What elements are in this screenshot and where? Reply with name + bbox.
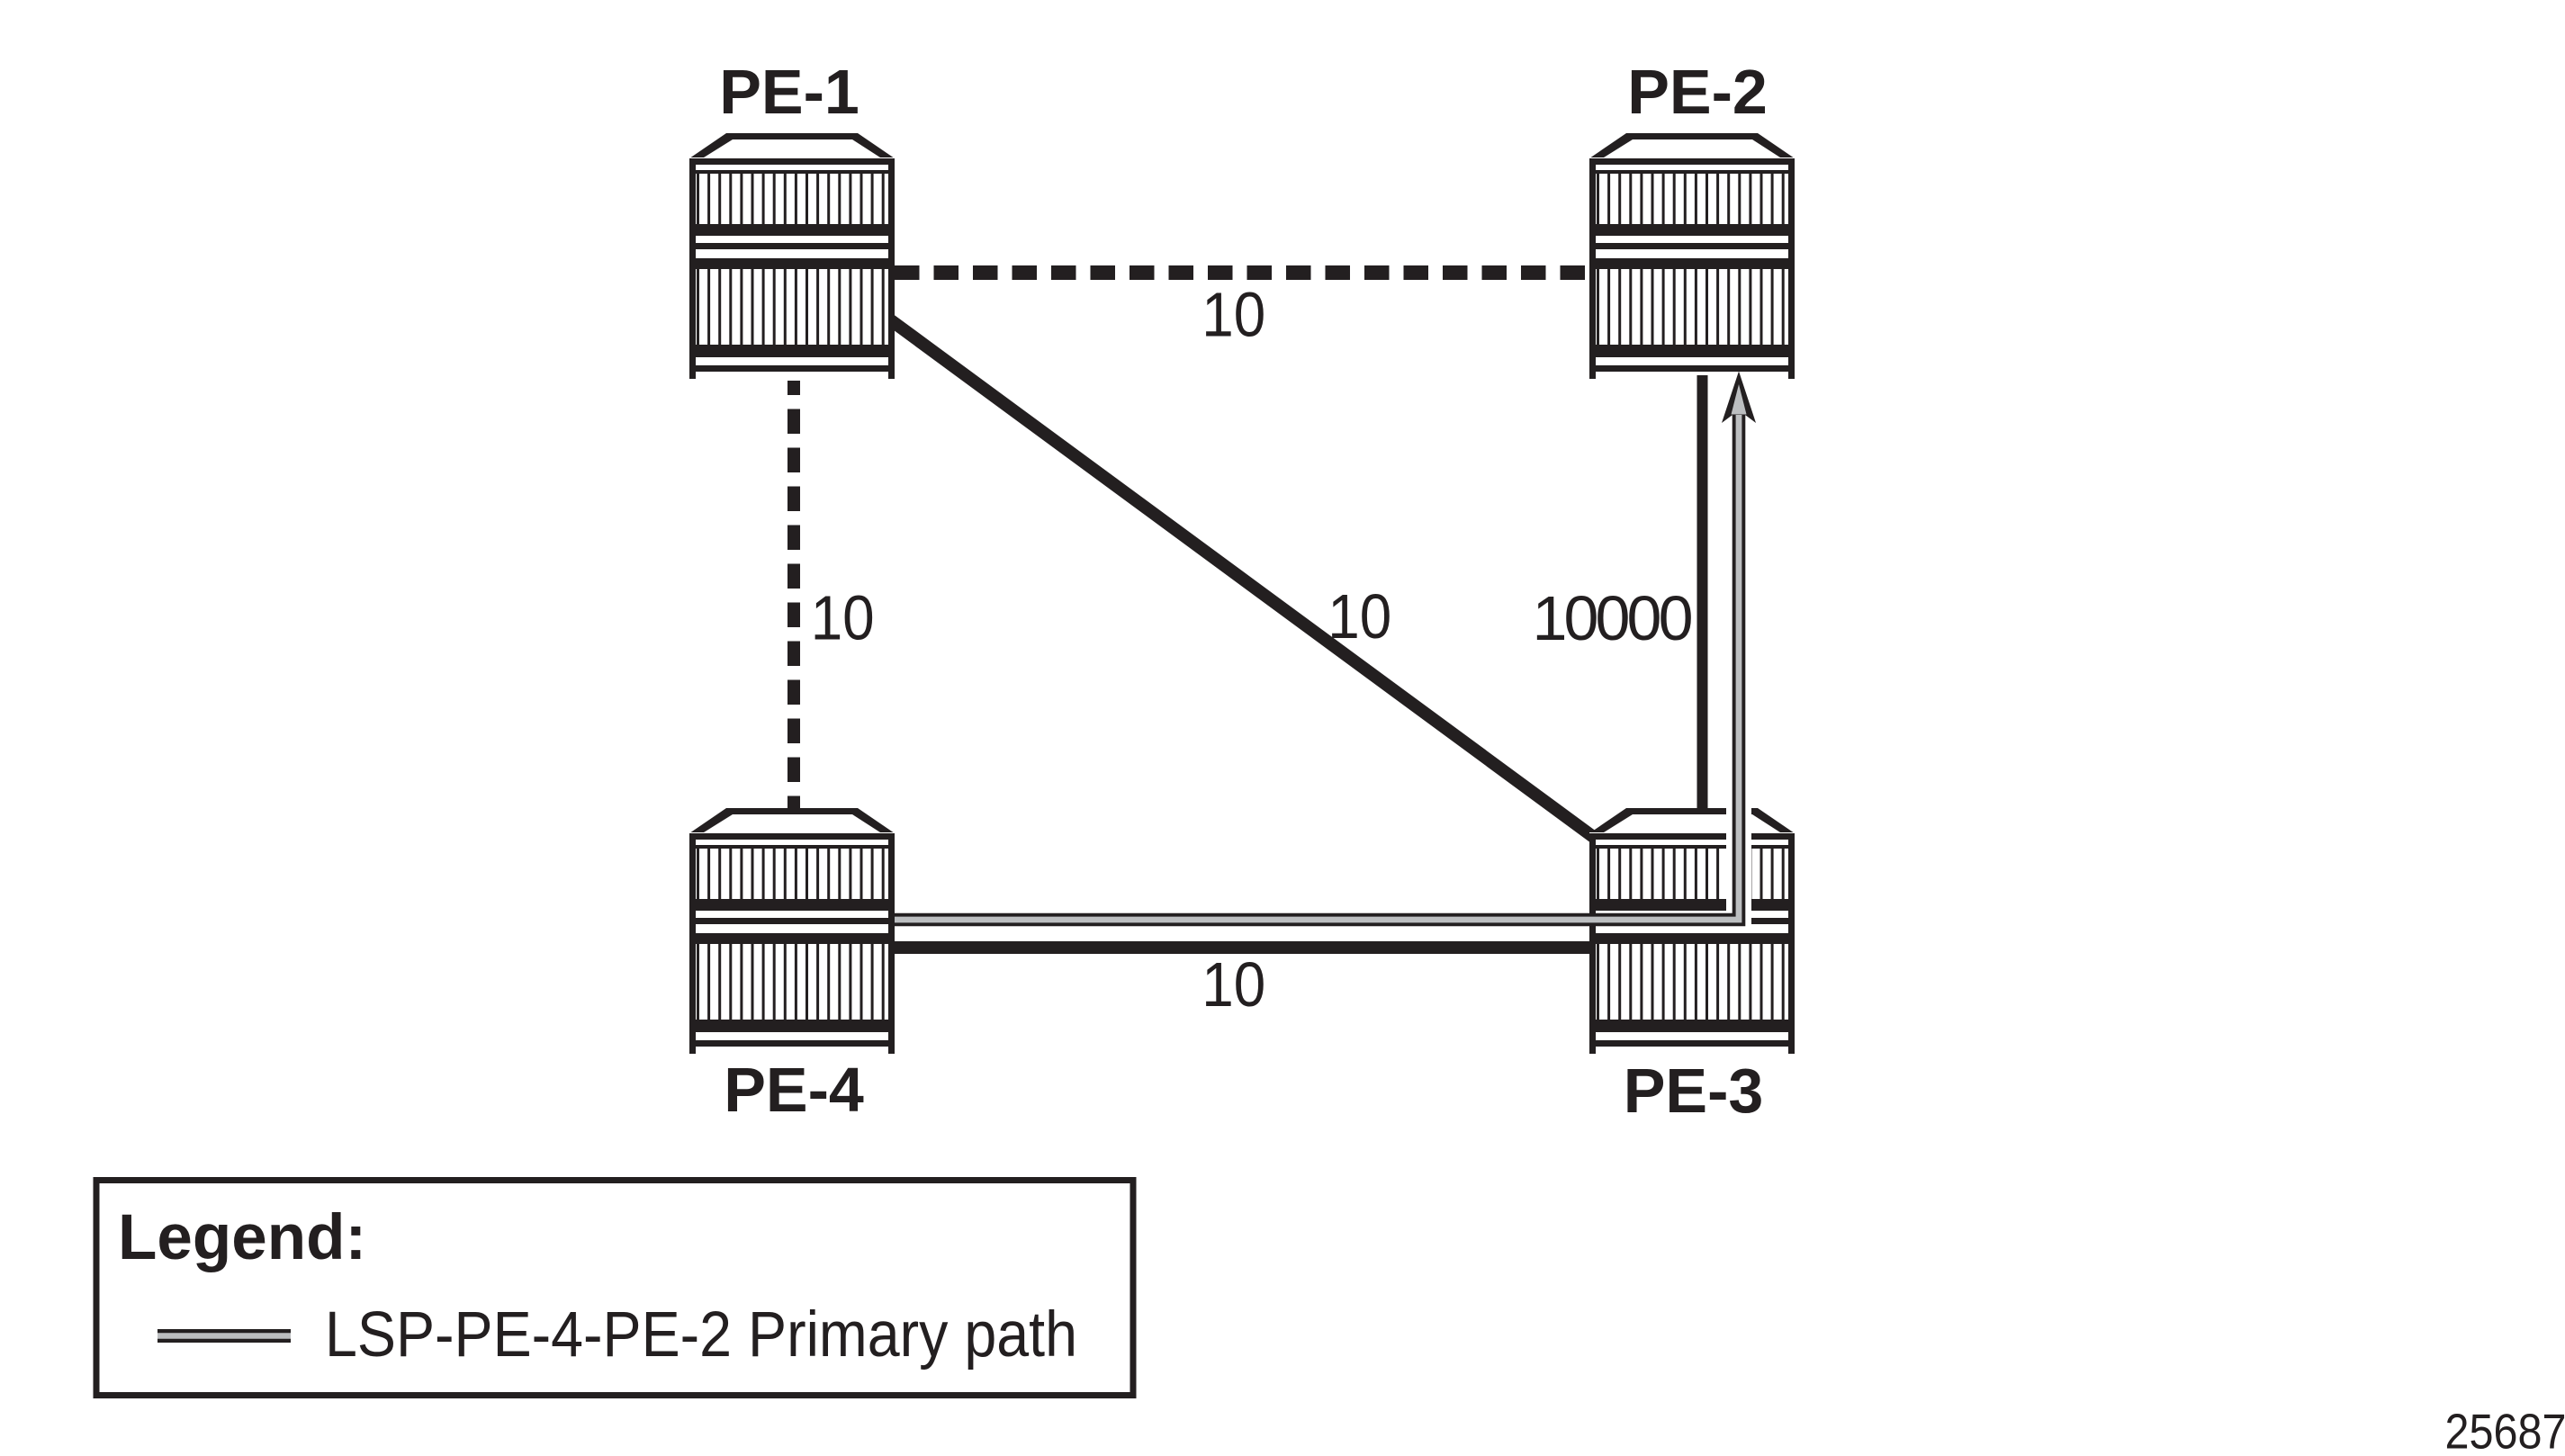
svg-text:10: 10 xyxy=(1202,280,1265,350)
svg-text:LSP-PE-4-PE-2 Primary path: LSP-PE-4-PE-2 Primary path xyxy=(325,1299,1077,1371)
svg-text:PE-1: PE-1 xyxy=(719,57,860,127)
svg-text:25687: 25687 xyxy=(2445,1404,2565,1456)
svg-text:10: 10 xyxy=(811,583,875,653)
svg-text:10000: 10000 xyxy=(1533,583,1694,653)
svg-text:10: 10 xyxy=(1328,581,1391,652)
svg-text:Legend:: Legend: xyxy=(118,1202,366,1273)
svg-text:PE-3: PE-3 xyxy=(1624,1056,1764,1126)
svg-text:PE-2: PE-2 xyxy=(1627,57,1768,127)
svg-text:10: 10 xyxy=(1202,949,1265,1020)
svg-text:PE-4: PE-4 xyxy=(724,1055,864,1125)
